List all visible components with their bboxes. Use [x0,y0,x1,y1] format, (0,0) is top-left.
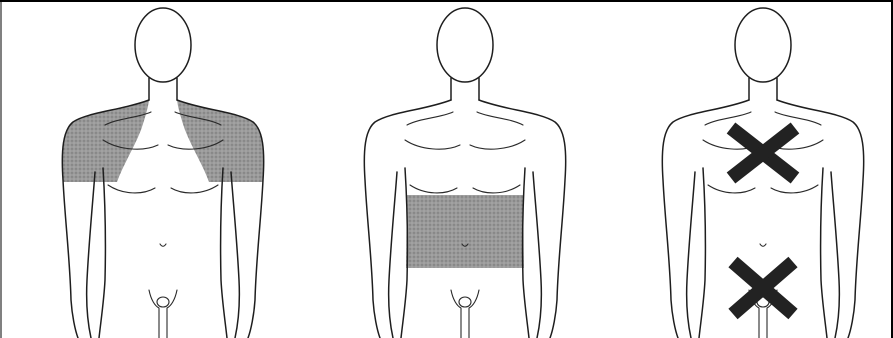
figure-chest-and-groin [662,8,863,338]
figure-abdomen [364,8,565,338]
shaded-abdomen [406,195,524,268]
shaded-shoulder-right [177,100,264,182]
shaded-shoulder-left [62,100,149,182]
figure-shoulders [62,8,263,338]
x-mark-lower-abdomen [733,262,793,314]
x-mark-chest [731,128,795,178]
